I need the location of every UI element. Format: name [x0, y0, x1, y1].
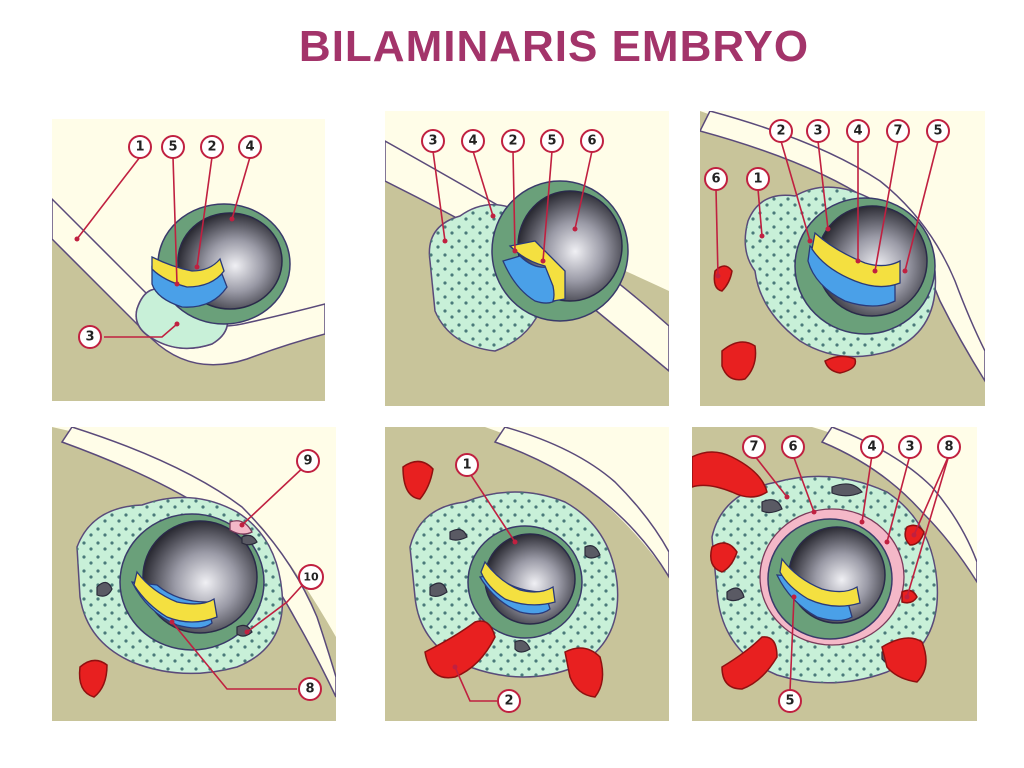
label-6-5: 5	[778, 689, 802, 713]
panel-3-labels: 2 3 4 7 5 6 1	[704, 119, 950, 279]
diagram-panel-1: 1 5 2 4 3	[52, 119, 325, 401]
label-2-4: 4	[461, 129, 485, 153]
label-1-4: 4	[238, 135, 262, 159]
label-3-4: 4	[846, 119, 870, 143]
label-2-5: 5	[540, 129, 564, 153]
svg-text:8: 8	[944, 440, 953, 455]
diagram-panel-5: 1 2	[385, 427, 669, 721]
page-title: BILAMINARIS EMBRYO	[298, 22, 810, 71]
label-1-5: 5	[161, 135, 185, 159]
svg-text:5: 5	[168, 140, 177, 155]
diagram-panel-3: 2 3 4 7 5 6 1	[700, 111, 985, 406]
svg-text:3: 3	[428, 134, 437, 149]
svg-text:7: 7	[749, 440, 758, 455]
label-2-3: 3	[421, 129, 445, 153]
svg-text:1: 1	[753, 172, 762, 187]
svg-text:5: 5	[785, 694, 794, 709]
label-2-6: 6	[580, 129, 604, 153]
label-6-4: 4	[860, 435, 884, 459]
label-3-5: 5	[926, 119, 950, 143]
svg-text:2: 2	[504, 694, 513, 709]
label-5-1: 1	[455, 453, 479, 477]
label-4-9: 9	[296, 449, 320, 473]
label-1-1: 1	[128, 135, 152, 159]
diagram-panel-6: 7 6 4 3 8 5	[692, 427, 977, 721]
svg-text:8: 8	[305, 682, 314, 697]
svg-text:5: 5	[547, 134, 556, 149]
svg-text:3: 3	[85, 330, 94, 345]
svg-text:5: 5	[933, 124, 942, 139]
label-6-6: 6	[781, 435, 805, 459]
label-5-2: 2	[497, 689, 521, 713]
label-2-2: 2	[501, 129, 525, 153]
svg-text:3: 3	[813, 124, 822, 139]
label-3-2: 2	[769, 119, 793, 143]
label-3-3: 3	[806, 119, 830, 143]
label-3-7: 7	[886, 119, 910, 143]
label-1-3: 3	[78, 325, 102, 349]
svg-text:6: 6	[788, 440, 797, 455]
label-6-8: 8	[937, 435, 961, 459]
diagram-panel-4: 9 10 8	[52, 427, 336, 721]
label-4-10: 10	[298, 564, 324, 590]
svg-text:2: 2	[508, 134, 517, 149]
svg-text:6: 6	[587, 134, 596, 149]
panel-1-labels: 1 5 2 4 3	[74, 135, 262, 349]
svg-text:7: 7	[893, 124, 902, 139]
panel-5-labels: 1 2	[452, 453, 521, 713]
panel-6-labels: 7 6 4 3 8 5	[742, 435, 961, 713]
label-4-8: 8	[298, 677, 322, 701]
label-6-3: 3	[898, 435, 922, 459]
label-3-6: 6	[704, 167, 728, 191]
svg-text:4: 4	[867, 440, 876, 455]
svg-text:4: 4	[245, 140, 254, 155]
svg-text:6: 6	[711, 172, 720, 187]
svg-text:9: 9	[303, 454, 312, 469]
diagram-panel-2: 3 4 2 5 6	[385, 111, 669, 406]
svg-text:10: 10	[303, 571, 319, 584]
label-1-2: 2	[200, 135, 224, 159]
label-6-7: 7	[742, 435, 766, 459]
svg-text:2: 2	[776, 124, 785, 139]
label-3-1: 1	[746, 167, 770, 191]
svg-text:1: 1	[135, 140, 144, 155]
svg-text:4: 4	[468, 134, 477, 149]
svg-text:2: 2	[207, 140, 216, 155]
panel-2-labels: 3 4 2 5 6	[421, 129, 604, 264]
svg-text:3: 3	[905, 440, 914, 455]
svg-text:1: 1	[462, 458, 471, 473]
svg-text:4: 4	[853, 124, 862, 139]
panel-4-labels: 9 10 8	[169, 449, 324, 701]
